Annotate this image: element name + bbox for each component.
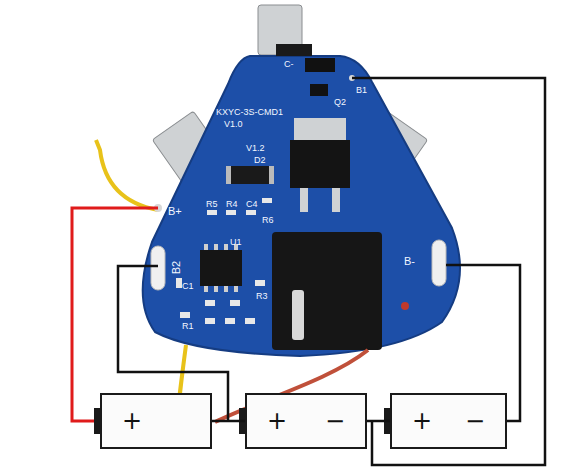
transistor	[310, 84, 328, 96]
silkscreen-label: C1	[182, 282, 194, 291]
yellow-wire	[96, 140, 158, 210]
silkscreen-label: C-	[284, 60, 294, 69]
silkscreen-label: D2	[254, 156, 266, 165]
slot-pad	[432, 240, 446, 286]
component	[305, 58, 335, 72]
smd-parts	[176, 198, 272, 324]
polarity-sign: +	[412, 409, 432, 433]
silkscreen-label: B+	[168, 206, 182, 217]
battery-cell: +−	[390, 393, 507, 449]
cell-link	[367, 420, 390, 423]
silkscreen-label: Q2	[334, 98, 346, 107]
mosfet-tab	[294, 118, 346, 140]
silkscreen-label: B-	[404, 256, 415, 267]
silkscreen-label: B2	[171, 261, 182, 274]
cell-link	[212, 420, 245, 423]
battery-cell: +−	[245, 393, 367, 449]
silkscreen-label: U1	[230, 238, 242, 247]
silkscreen-label: KXYC-3S-CMD1	[216, 108, 283, 117]
ic-chip	[200, 250, 242, 286]
slot-pad	[151, 246, 165, 290]
silkscreen-label: R4	[226, 200, 238, 209]
pcb-board	[143, 56, 460, 356]
silkscreen-label: V1.2	[246, 144, 265, 153]
connector	[272, 232, 382, 350]
silkscreen-label: R3	[256, 292, 268, 301]
hole	[401, 302, 409, 310]
polarity-sign: +	[267, 409, 287, 433]
silkscreen-label: V1.0	[224, 120, 243, 129]
polarity-sign: +	[122, 409, 142, 433]
mosfet	[290, 140, 350, 188]
polarity-sign: −	[465, 409, 485, 433]
diode	[228, 166, 272, 184]
silkscreen-label: R6	[262, 216, 274, 225]
component	[276, 44, 312, 56]
silkscreen-label: R5	[206, 200, 218, 209]
silkscreen-label: C4	[246, 200, 258, 209]
battery-cell: +	[100, 393, 212, 449]
silkscreen-label: B1	[356, 86, 367, 95]
polarity-sign: −	[325, 409, 345, 433]
red-wire	[72, 208, 158, 421]
silkscreen-label: R1	[182, 322, 194, 331]
